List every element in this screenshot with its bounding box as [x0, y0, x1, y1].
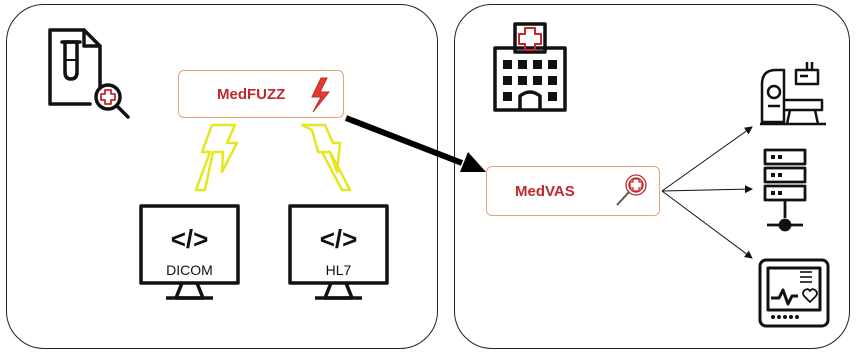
dicom-code-glyph: </> — [170, 224, 209, 254]
medfuzz-label: MedFUZZ — [217, 85, 286, 103]
fuzz-to-vas-arrow — [344, 115, 486, 172]
hospital-building-icon — [493, 22, 567, 112]
hl7-code-glyph: </> — [319, 224, 358, 254]
medical-search-icon — [616, 174, 647, 206]
dicom-label: DICOM — [166, 262, 213, 278]
hl7-label: HL7 — [325, 262, 352, 278]
dicom-monitor-icon — [139, 204, 240, 300]
patient-monitor-buttons — [771, 315, 799, 319]
patient-monitor-icon — [758, 258, 830, 328]
server-rack-icon — [763, 148, 807, 232]
hospital-windows — [503, 60, 557, 101]
server-rack-leds — [771, 155, 782, 195]
scan-arrows — [661, 126, 753, 259]
medfuzz-lightning-icon — [311, 77, 331, 113]
hl7-monitor-icon — [288, 204, 389, 300]
medvas-label: MedVAS — [515, 182, 575, 200]
medical-report-search-icon — [48, 28, 130, 119]
lightning-icon-right — [300, 123, 352, 192]
lightning-icon-left — [194, 123, 239, 192]
medvas-box: MedVAS — [486, 166, 660, 216]
mri-scanner-icon — [760, 62, 826, 126]
